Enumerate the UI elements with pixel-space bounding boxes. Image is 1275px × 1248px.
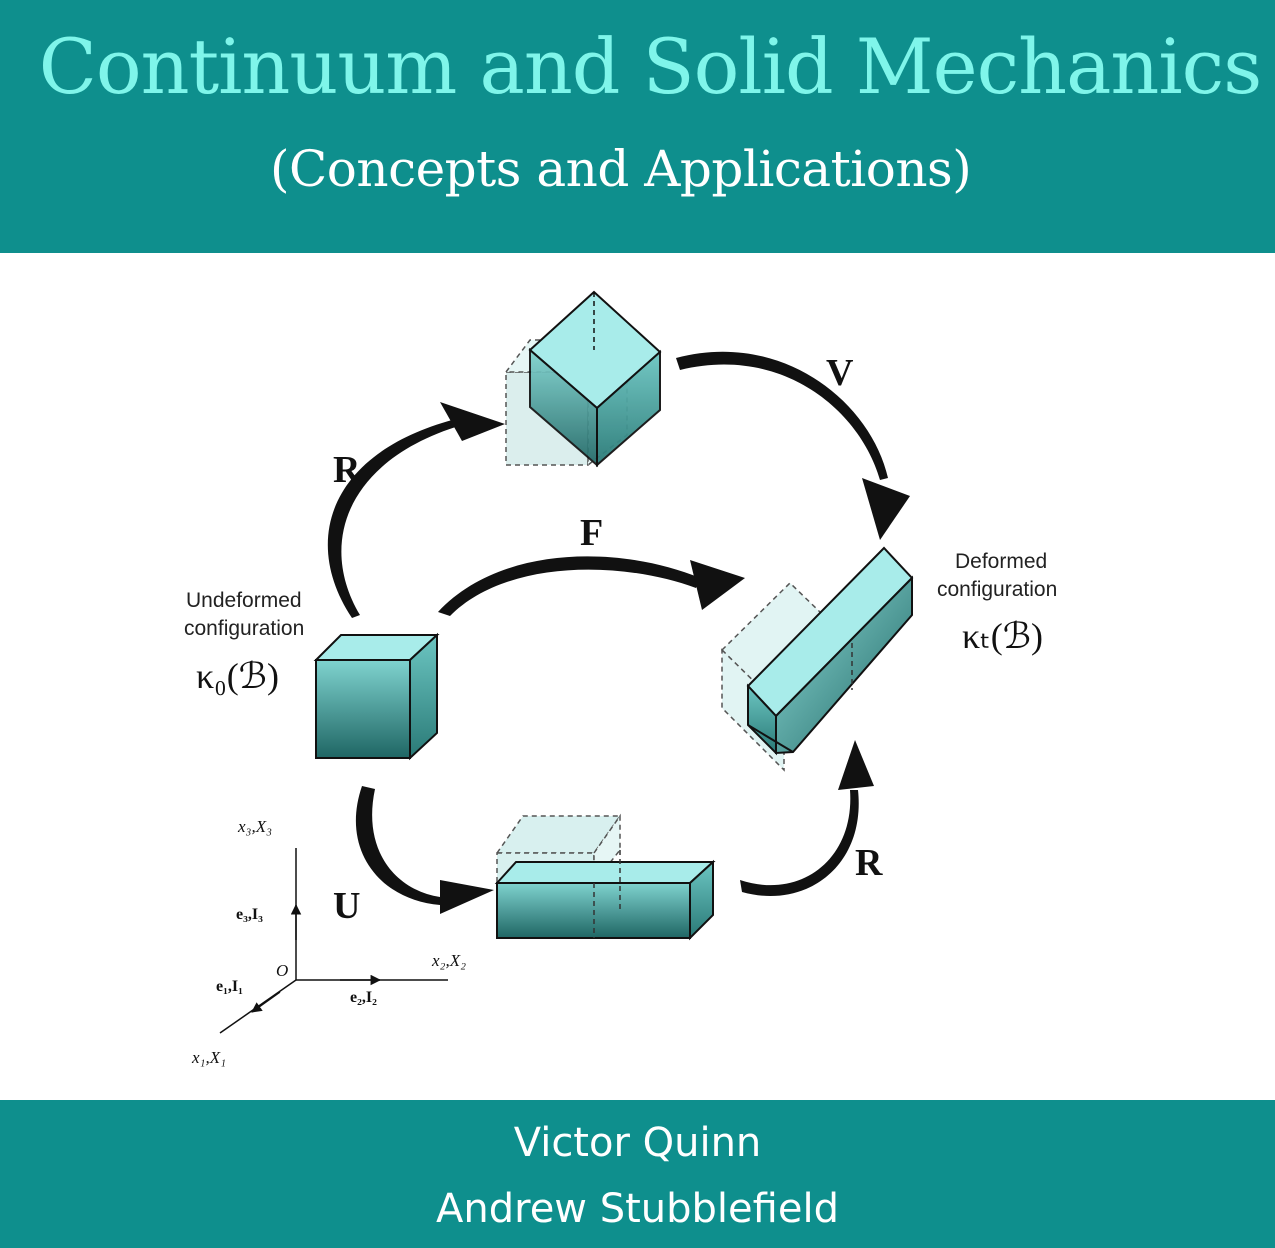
basis-e3-label: e₃,I₃	[236, 906, 263, 923]
deformed-shape	[720, 546, 914, 772]
rotated-cube	[504, 290, 662, 468]
axis-x2-label: x₂,X₂	[431, 951, 466, 970]
stretched-bar	[494, 813, 716, 941]
deformed-label-line2: configuration	[937, 578, 1057, 601]
axis-x1-label: x₁,X₁	[191, 1048, 226, 1067]
author-1: Victor Quinn	[513, 1120, 762, 1166]
coordinate-axes	[219, 848, 448, 1034]
label-f: F	[580, 512, 603, 554]
label-v: V	[826, 352, 854, 394]
label-r-top: R	[333, 449, 361, 491]
deformed-symbol: κₜ(ℬ)	[962, 616, 1043, 656]
book-title: Continuum and Solid Mechanics	[38, 22, 1263, 111]
undeformed-label-line2: configuration	[184, 617, 304, 640]
label-u: U	[333, 885, 360, 927]
axis-origin-label: O	[276, 961, 288, 980]
cover-header: Continuum and Solid Mechanics (Concepts …	[0, 0, 1275, 253]
author-2: Andrew Stubblefield	[436, 1186, 839, 1232]
deformed-label-line1: Deformed	[955, 550, 1047, 573]
deformation-diagram: R V F U R Undeformed configuration κ₀(ℬ)…	[0, 253, 1275, 1100]
arrows	[327, 351, 910, 914]
axis-x3-label: x₃,X₃	[237, 817, 272, 836]
label-r-bottom: R	[855, 842, 883, 884]
basis-e2-label: e₂,I₂	[350, 989, 377, 1006]
diagram-svg: R V F U R Undeformed configuration κ₀(ℬ)…	[184, 290, 1057, 1067]
book-subtitle: (Concepts and Applications)	[270, 140, 972, 198]
undeformed-label-line1: Undeformed	[186, 589, 302, 612]
undeformed-cube	[313, 632, 440, 761]
cover-footer: Victor Quinn Andrew Stubblefield	[0, 1100, 1275, 1248]
basis-e1-label: e₁,I₁	[216, 978, 243, 995]
undeformed-symbol: κ₀(ℬ)	[196, 656, 279, 696]
